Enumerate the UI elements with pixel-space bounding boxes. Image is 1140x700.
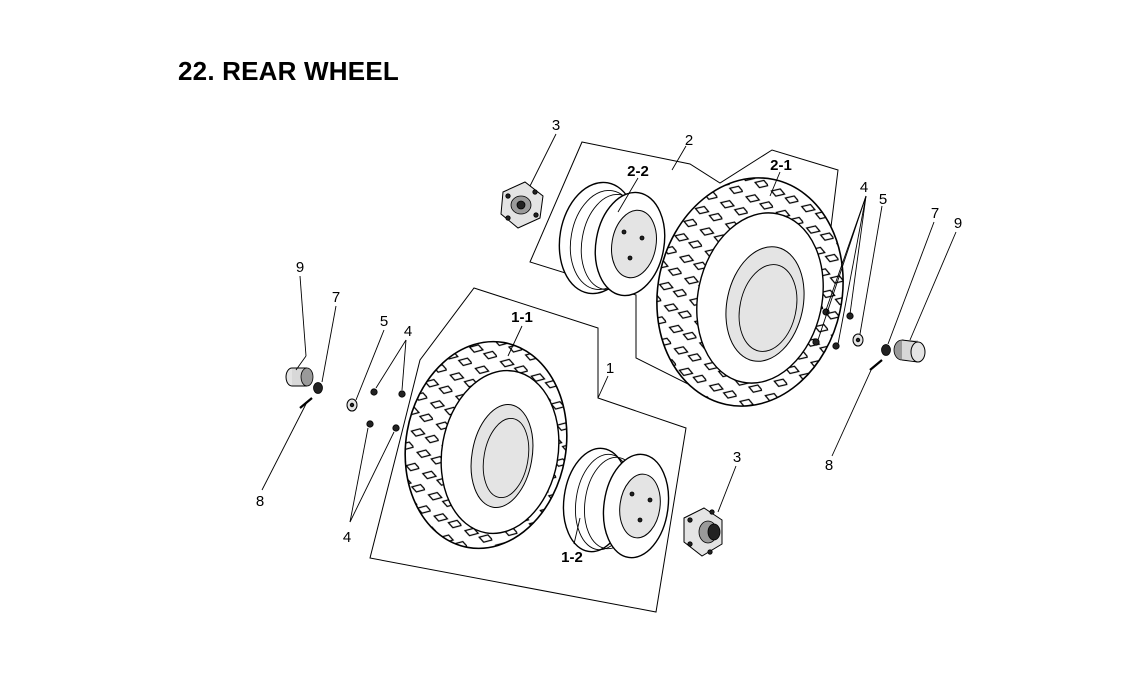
callout-4-left-top: 4 — [404, 323, 412, 340]
rim-2-2 — [558, 181, 666, 297]
hub-3-bottom — [683, 507, 723, 557]
callout-4-left-bottom: 4 — [343, 529, 351, 546]
callout-1-1: 1-1 — [511, 309, 533, 326]
callout-9-right: 9 — [954, 215, 962, 232]
assembly-1-frame — [369, 287, 687, 613]
nut-4-left-c — [366, 420, 374, 428]
hub-3-top — [500, 181, 544, 229]
callout-7-left: 7 — [332, 289, 340, 306]
leader-lines — [261, 133, 957, 545]
callout-9-left: 9 — [296, 259, 304, 276]
callout-2: 2 — [685, 132, 693, 149]
callout-2-1: 2-1 — [770, 157, 792, 174]
nut-4-left-d — [392, 424, 400, 432]
nut-4-left-b — [398, 390, 406, 398]
nut-7-left — [313, 382, 323, 394]
nut-4-left-a — [370, 388, 378, 396]
tire-1-1 — [404, 340, 568, 550]
callout-8-left: 8 — [256, 493, 264, 510]
callout-1: 1 — [606, 360, 614, 377]
cap-9-left — [285, 367, 314, 387]
callout-labels: 3 2 2-2 2-1 4 5 7 9 8 1-1 1 9 7 5 4 8 4 … — [256, 117, 962, 566]
right-hardware — [812, 308, 926, 371]
rim-1-2 — [562, 447, 670, 559]
callout-5-right: 5 — [879, 191, 887, 208]
callout-3-top: 3 — [552, 117, 560, 134]
callout-4-right: 4 — [860, 179, 868, 196]
cap-9-right — [893, 339, 926, 363]
callout-5-left: 5 — [380, 313, 388, 330]
cotter-pin-8-left — [299, 397, 313, 409]
nut-4-right-c — [812, 338, 820, 346]
diagram-title: 22. REAR WHEEL — [178, 56, 399, 86]
callout-3-bottom: 3 — [733, 449, 741, 466]
tire-2-1 — [656, 177, 844, 407]
callout-7-right: 7 — [931, 205, 939, 222]
callout-2-2: 2-2 — [627, 163, 649, 180]
nut-4-right-d — [832, 342, 840, 350]
callout-8-right: 8 — [825, 457, 833, 474]
left-hardware — [285, 367, 406, 432]
callout-1-2: 1-2 — [561, 549, 583, 566]
nut-7-right — [881, 344, 891, 356]
